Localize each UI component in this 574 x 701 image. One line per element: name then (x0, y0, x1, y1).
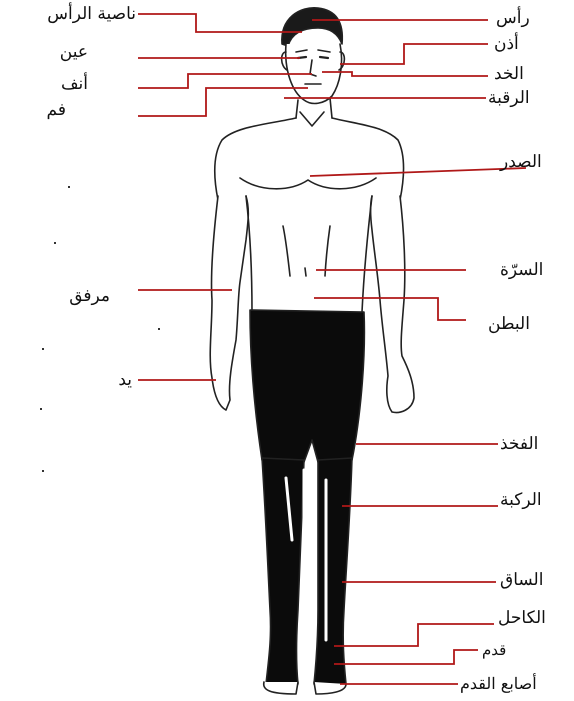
label-mouth: فم (47, 100, 66, 120)
scan-dot (158, 328, 160, 330)
label-head: رأس (496, 8, 530, 28)
right-leg (314, 458, 352, 684)
leader-forehead (138, 14, 302, 32)
left-arm (210, 196, 248, 410)
torso-sides (246, 196, 372, 312)
label-elbow: مرفق (69, 286, 110, 306)
scan-dot (40, 408, 42, 410)
scan-dot (68, 186, 70, 188)
label-chest: الصدر (500, 152, 542, 172)
label-toes: أصابع القدم (460, 674, 537, 694)
label-thigh: الفخذ (500, 434, 538, 454)
leader-foot (334, 650, 478, 664)
label-ear: أذن (494, 34, 519, 54)
label-hand: يد (118, 370, 132, 390)
collar-v (300, 112, 324, 126)
scan-dot (54, 242, 56, 244)
label-shin: الساق (500, 570, 543, 590)
label-neck: الرقبة (488, 88, 530, 108)
abs-line (283, 226, 330, 276)
label-foot: قدم (482, 640, 506, 660)
leader-chest (310, 168, 526, 176)
shorts (250, 310, 364, 462)
label-forehead: ناصية الرأس (47, 4, 136, 24)
label-ankle: الكاحل (498, 608, 546, 628)
right-eye (320, 57, 328, 58)
navel-mark (305, 268, 306, 276)
label-nose: أنف (61, 74, 88, 94)
leader-ankle (334, 624, 494, 646)
left-leg (262, 458, 304, 684)
label-abdomen: البطن (488, 314, 530, 334)
label-navel: السرّة (500, 260, 543, 280)
label-eye: عين (60, 42, 88, 62)
right-arm (371, 196, 415, 412)
label-cheek: الخد (494, 64, 524, 84)
leader-mouth (138, 88, 308, 116)
chest-line (240, 178, 376, 189)
leader-cheek (322, 72, 488, 76)
leader-nose (138, 74, 312, 88)
scan-dot (42, 470, 44, 472)
label-knee: الركبة (500, 490, 542, 510)
human-figure (210, 8, 414, 694)
left-foot (264, 682, 298, 694)
hair (282, 8, 342, 46)
scan-dot (42, 348, 44, 350)
leader-ear (340, 44, 488, 64)
